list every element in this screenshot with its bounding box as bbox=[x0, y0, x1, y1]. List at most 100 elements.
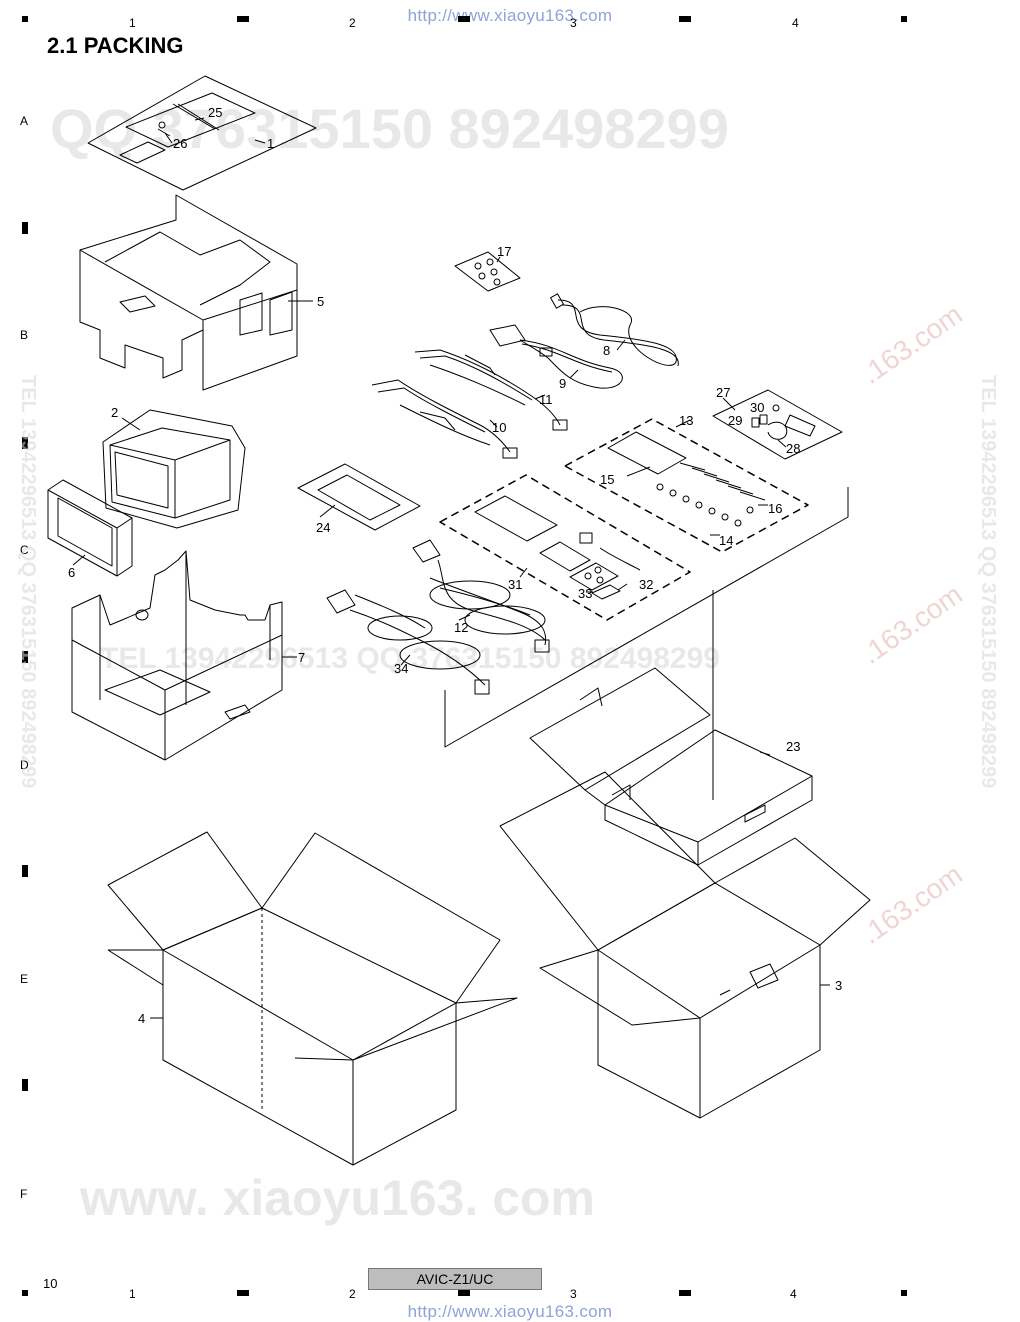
grid-marker bbox=[679, 16, 691, 22]
callout-10: 10 bbox=[492, 420, 506, 435]
callout-15: 15 bbox=[600, 472, 614, 487]
leader-lines bbox=[72, 117, 830, 1019]
watermark-side-left: TEL 13942296513 QQ 376315150 892498299 bbox=[17, 375, 39, 788]
part-17-clips bbox=[454, 251, 521, 292]
grid-marker bbox=[237, 16, 249, 22]
grid-marker bbox=[237, 1290, 249, 1296]
callout-13: 13 bbox=[679, 413, 693, 428]
watermark-brand-1: .163.com bbox=[856, 298, 968, 389]
grid-col-2-top: 2 bbox=[349, 16, 356, 30]
callout-28: 28 bbox=[786, 441, 800, 456]
grid-row-f: F bbox=[20, 1187, 28, 1201]
callout-26: 26 bbox=[173, 136, 187, 151]
part-29-part bbox=[751, 414, 768, 428]
grid-marker bbox=[22, 1079, 28, 1091]
part-4-outer-box bbox=[107, 831, 518, 1166]
part-9-cable bbox=[489, 324, 623, 389]
watermark-url-bottom: http://www.xiaoyu163.com bbox=[407, 1302, 613, 1321]
grid-col-1-bottom: 1 bbox=[129, 1287, 136, 1301]
grid-col-4-bottom: 4 bbox=[790, 1287, 797, 1301]
part-7-lower-insert bbox=[71, 550, 283, 761]
part-6-sleeve bbox=[47, 479, 133, 577]
callout-8: 8 bbox=[603, 343, 610, 358]
watermark-brand-3: .163.com bbox=[856, 858, 968, 949]
part-1-bag bbox=[87, 75, 317, 191]
part-13-screws-bag bbox=[564, 418, 809, 553]
part-32-part bbox=[591, 584, 621, 600]
part-14-screws bbox=[656, 483, 754, 527]
grid-marker bbox=[458, 1290, 470, 1296]
grid-row-c: C bbox=[20, 543, 29, 557]
callout-5: 5 bbox=[317, 294, 324, 309]
part-15-card bbox=[607, 431, 687, 475]
part-30-part bbox=[772, 404, 780, 412]
grid-marker bbox=[22, 437, 28, 449]
callout-23: 23 bbox=[786, 739, 800, 754]
grid-col-3-top: 3 bbox=[570, 16, 577, 30]
watermark-side-right: TEL 13942296513 QQ 376315150 892498299 bbox=[977, 375, 999, 788]
callout-31: 31 bbox=[508, 577, 522, 592]
grid-marker bbox=[22, 651, 28, 663]
model-label: AVIC-Z1/UC bbox=[368, 1268, 542, 1290]
callout-9: 9 bbox=[559, 376, 566, 391]
callout-12: 12 bbox=[454, 620, 468, 635]
part-16-screws bbox=[679, 462, 766, 501]
callout-17: 17 bbox=[497, 244, 511, 259]
grid-marker bbox=[679, 1290, 691, 1296]
page-number: 10 bbox=[43, 1276, 58, 1291]
callout-34: 34 bbox=[394, 661, 408, 676]
callout-4: 4 bbox=[138, 1011, 145, 1026]
part-11-harness bbox=[414, 349, 568, 431]
part-31-bag bbox=[439, 474, 691, 621]
part-2-head-unit bbox=[102, 409, 246, 529]
callout-25: 25 bbox=[208, 105, 222, 120]
part-23-tray-box bbox=[529, 667, 813, 866]
callout-7: 7 bbox=[298, 650, 305, 665]
watermark-site-bottom: www. xiaoyu163. com bbox=[79, 1170, 595, 1226]
grid-col-1-top: 1 bbox=[129, 16, 136, 30]
callout-24: 24 bbox=[316, 520, 330, 535]
accessory-group-bracket bbox=[444, 487, 849, 800]
grid-marker bbox=[901, 1290, 907, 1296]
section-title: 2.1 PACKING bbox=[47, 33, 184, 58]
part-31-card bbox=[474, 495, 641, 572]
grid-row-e: E bbox=[20, 972, 29, 986]
grid-col-4-top: 4 bbox=[792, 16, 799, 30]
part-5-upper-insert bbox=[79, 194, 298, 391]
part-24-bag bbox=[297, 463, 421, 531]
grid-row-d: D bbox=[20, 758, 29, 772]
callout-6: 6 bbox=[68, 565, 75, 580]
grid-marker bbox=[901, 16, 907, 22]
grid-marker bbox=[22, 1290, 28, 1296]
callout-33: 33 bbox=[578, 586, 592, 601]
callout-1: 1 bbox=[267, 136, 274, 151]
callout-3: 3 bbox=[835, 978, 842, 993]
callout-27: 27 bbox=[716, 385, 730, 400]
grid-marker bbox=[458, 16, 470, 22]
part-10-harness bbox=[371, 379, 518, 459]
grid-row-b: B bbox=[20, 328, 29, 342]
callout-16: 16 bbox=[768, 501, 782, 516]
grid-marker bbox=[22, 222, 28, 234]
grid-marker bbox=[22, 16, 28, 22]
watermark-numbers-middle: TEL 13942296513 QQ 376315150 892498299 bbox=[100, 642, 720, 675]
grid-col-2-bottom: 2 bbox=[349, 1287, 356, 1301]
part-27-bag bbox=[712, 389, 843, 460]
part-8-cable bbox=[550, 293, 679, 367]
callout-32: 32 bbox=[639, 577, 653, 592]
watermark-brand-2: .163.com bbox=[856, 578, 968, 669]
part-33-card bbox=[569, 562, 619, 591]
callout-11: 11 bbox=[539, 392, 553, 407]
grid-col-3-bottom: 3 bbox=[570, 1287, 577, 1301]
callout-29: 29 bbox=[728, 413, 742, 428]
part-28-part bbox=[767, 414, 816, 440]
callout-30: 30 bbox=[750, 400, 764, 415]
callout-14: 14 bbox=[719, 533, 733, 548]
grid-row-a: A bbox=[20, 114, 29, 128]
grid-marker bbox=[22, 865, 28, 877]
part-12-cable bbox=[412, 539, 550, 653]
part-3-outer-box bbox=[499, 771, 871, 1119]
part-34-cable bbox=[326, 589, 490, 695]
callout-2: 2 bbox=[111, 405, 118, 420]
